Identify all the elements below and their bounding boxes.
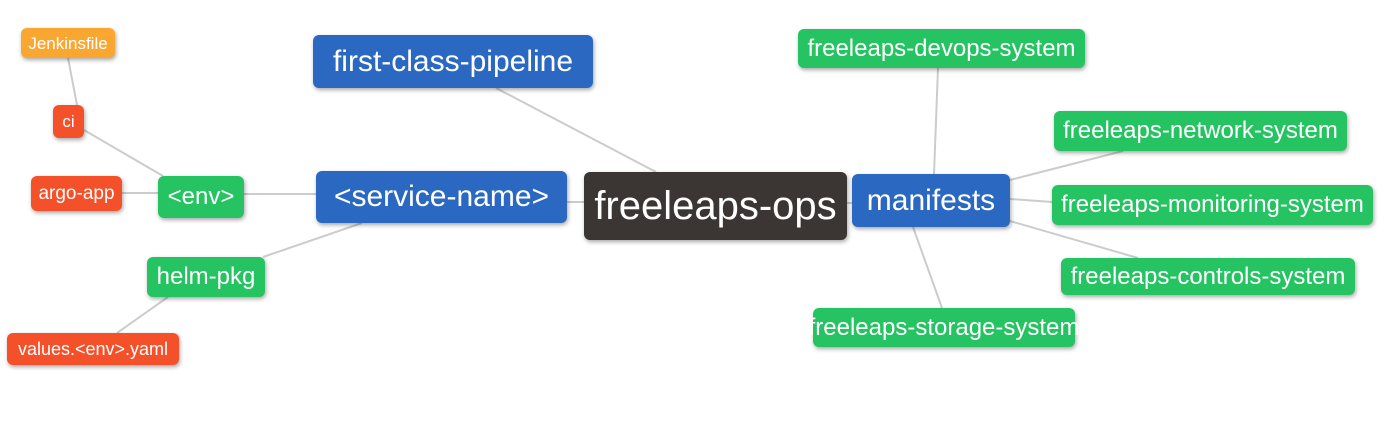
edge-ci-env: [83, 129, 164, 177]
edge-manifests-controls: [1009, 220, 1139, 259]
node-label: ci: [62, 112, 75, 131]
node-label: argo-app: [38, 183, 115, 204]
node-label: <env>: [167, 183, 235, 210]
edge-first-class-pipeline-freeleaps-ops: [495, 87, 657, 173]
node-values-env-yaml[interactable]: values.<env>.yaml: [7, 333, 179, 365]
node-freeleaps-devops-system[interactable]: freeleaps-devops-system: [798, 29, 1085, 68]
node-label: freeleaps-storage-system: [808, 313, 1080, 341]
node-freeleaps-storage-system[interactable]: freeleaps-storage-system: [809, 308, 1079, 347]
node-label: freeleaps-controls-system: [1070, 262, 1346, 290]
node-label: freeleaps-network-system: [1063, 117, 1338, 144]
node-first-class-pipeline[interactable]: first-class-pipeline: [313, 35, 593, 88]
edge-manifests-devops: [933, 67, 939, 175]
node-label: helm-pkg: [156, 263, 256, 290]
node-helm-pkg[interactable]: helm-pkg: [147, 257, 265, 297]
node-jenkinsfile[interactable]: Jenkinsfile: [21, 28, 115, 58]
node-label: freeleaps-devops-system: [807, 34, 1076, 62]
node-ci[interactable]: ci: [53, 105, 84, 138]
node-label: freeleaps-ops: [594, 184, 837, 228]
node-env[interactable]: <env>: [158, 176, 244, 218]
node-label: Jenkinsfile: [28, 33, 108, 53]
edge-jenkinsfile-ci: [67, 57, 78, 106]
edge-helm-pkg-values: [116, 296, 169, 334]
node-freeleaps-monitoring-system[interactable]: freeleaps-monitoring-system: [1052, 185, 1373, 225]
node-service-name[interactable]: <service-name>: [316, 171, 567, 223]
edge-service-name-helm-pkg: [262, 222, 363, 258]
node-label: manifests: [866, 183, 996, 217]
node-label: values.<env>.yaml: [17, 339, 169, 359]
node-label: first-class-pipeline: [332, 44, 574, 78]
node-label: <service-name>: [333, 180, 550, 213]
node-freeleaps-controls-system[interactable]: freeleaps-controls-system: [1061, 258, 1355, 295]
edge-manifests-monitoring: [1009, 198, 1053, 203]
node-freeleaps-network-system[interactable]: freeleaps-network-system: [1054, 111, 1347, 151]
edge-manifests-storage: [912, 226, 943, 309]
node-label: freeleaps-monitoring-system: [1061, 191, 1364, 218]
node-freeleaps-ops[interactable]: freeleaps-ops: [584, 172, 847, 240]
node-argo-app[interactable]: argo-app: [31, 176, 122, 211]
node-manifests[interactable]: manifests: [852, 174, 1010, 227]
edge-manifests-network: [1009, 150, 1124, 181]
